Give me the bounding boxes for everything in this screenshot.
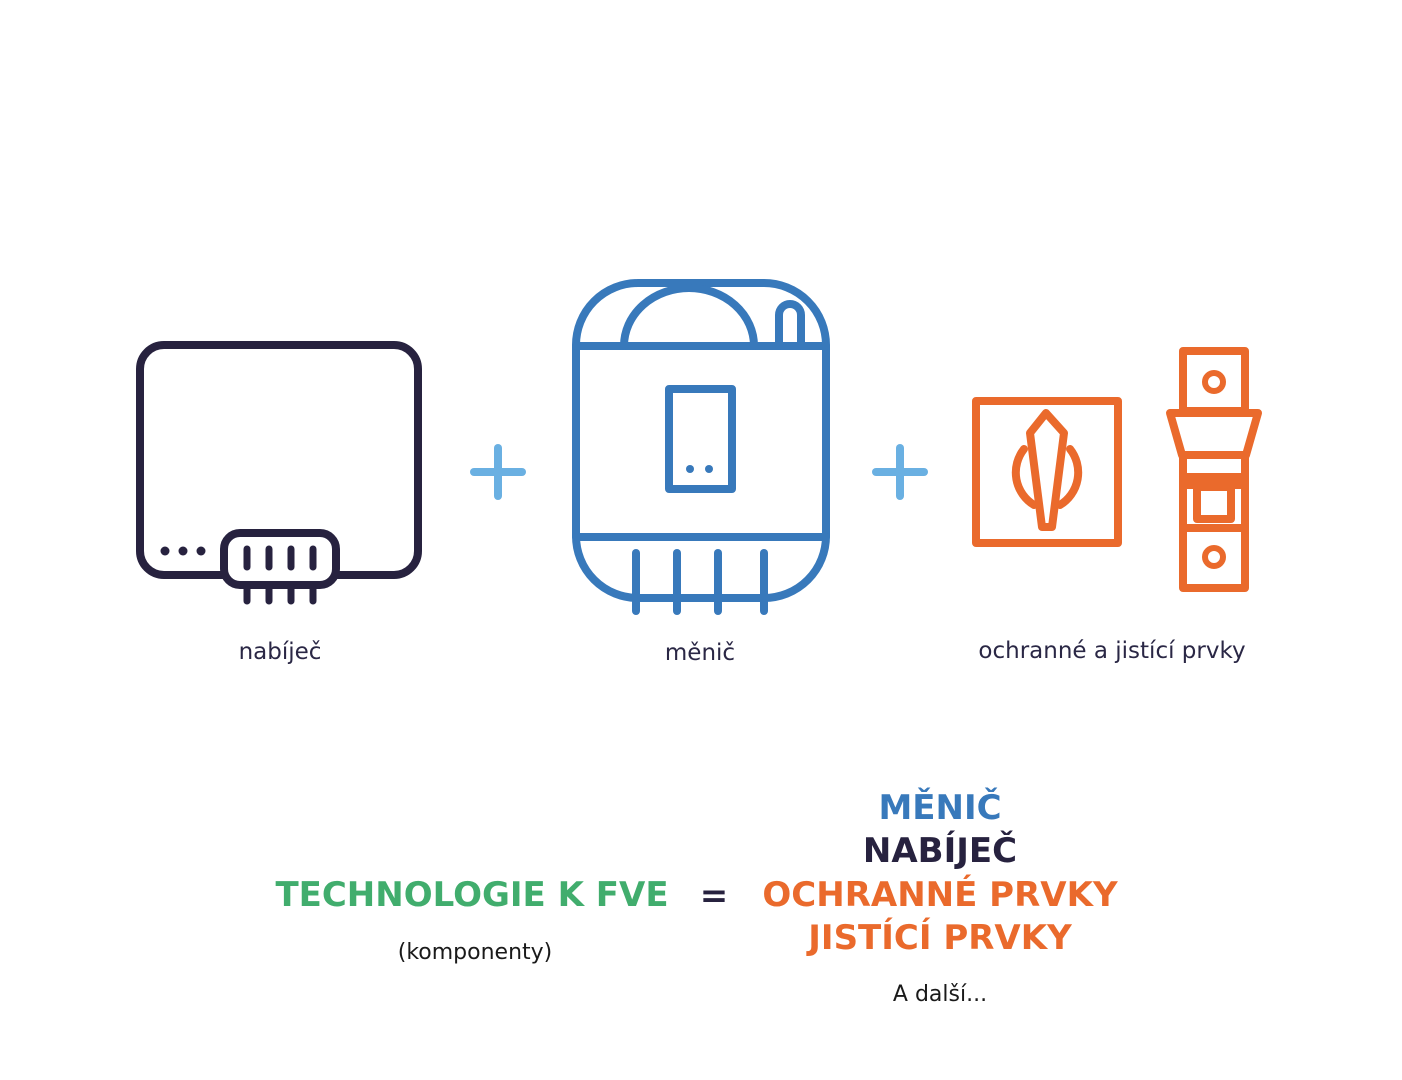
equation-more: A další... <box>892 982 988 1007</box>
charger-icon <box>136 341 422 605</box>
caption-protection: ochranné a jistící prvky <box>978 638 1246 664</box>
rotary-switch-icon <box>972 397 1122 547</box>
plus-icon <box>470 444 526 500</box>
caption-charger: nabíječ <box>238 639 322 665</box>
circuit-breaker-icon <box>1166 347 1262 592</box>
equation-item-breakers: JISTÍCÍ PRVKY <box>808 918 1072 958</box>
caption-inverter: měnič <box>664 640 736 666</box>
equation-item-inverter: MĚNIČ <box>878 788 1002 828</box>
plus-icon <box>872 444 928 500</box>
inverter-icon <box>572 279 830 615</box>
equation-item-charger: NABÍJEČ <box>862 831 1018 871</box>
equation-operator: = <box>699 876 729 916</box>
equation-left-sub: (komponenty) <box>397 940 553 965</box>
equation-left: TECHNOLOGIE K FVE <box>275 875 669 915</box>
equation-item-protection: OCHRANNÉ PRVKY <box>762 875 1118 915</box>
